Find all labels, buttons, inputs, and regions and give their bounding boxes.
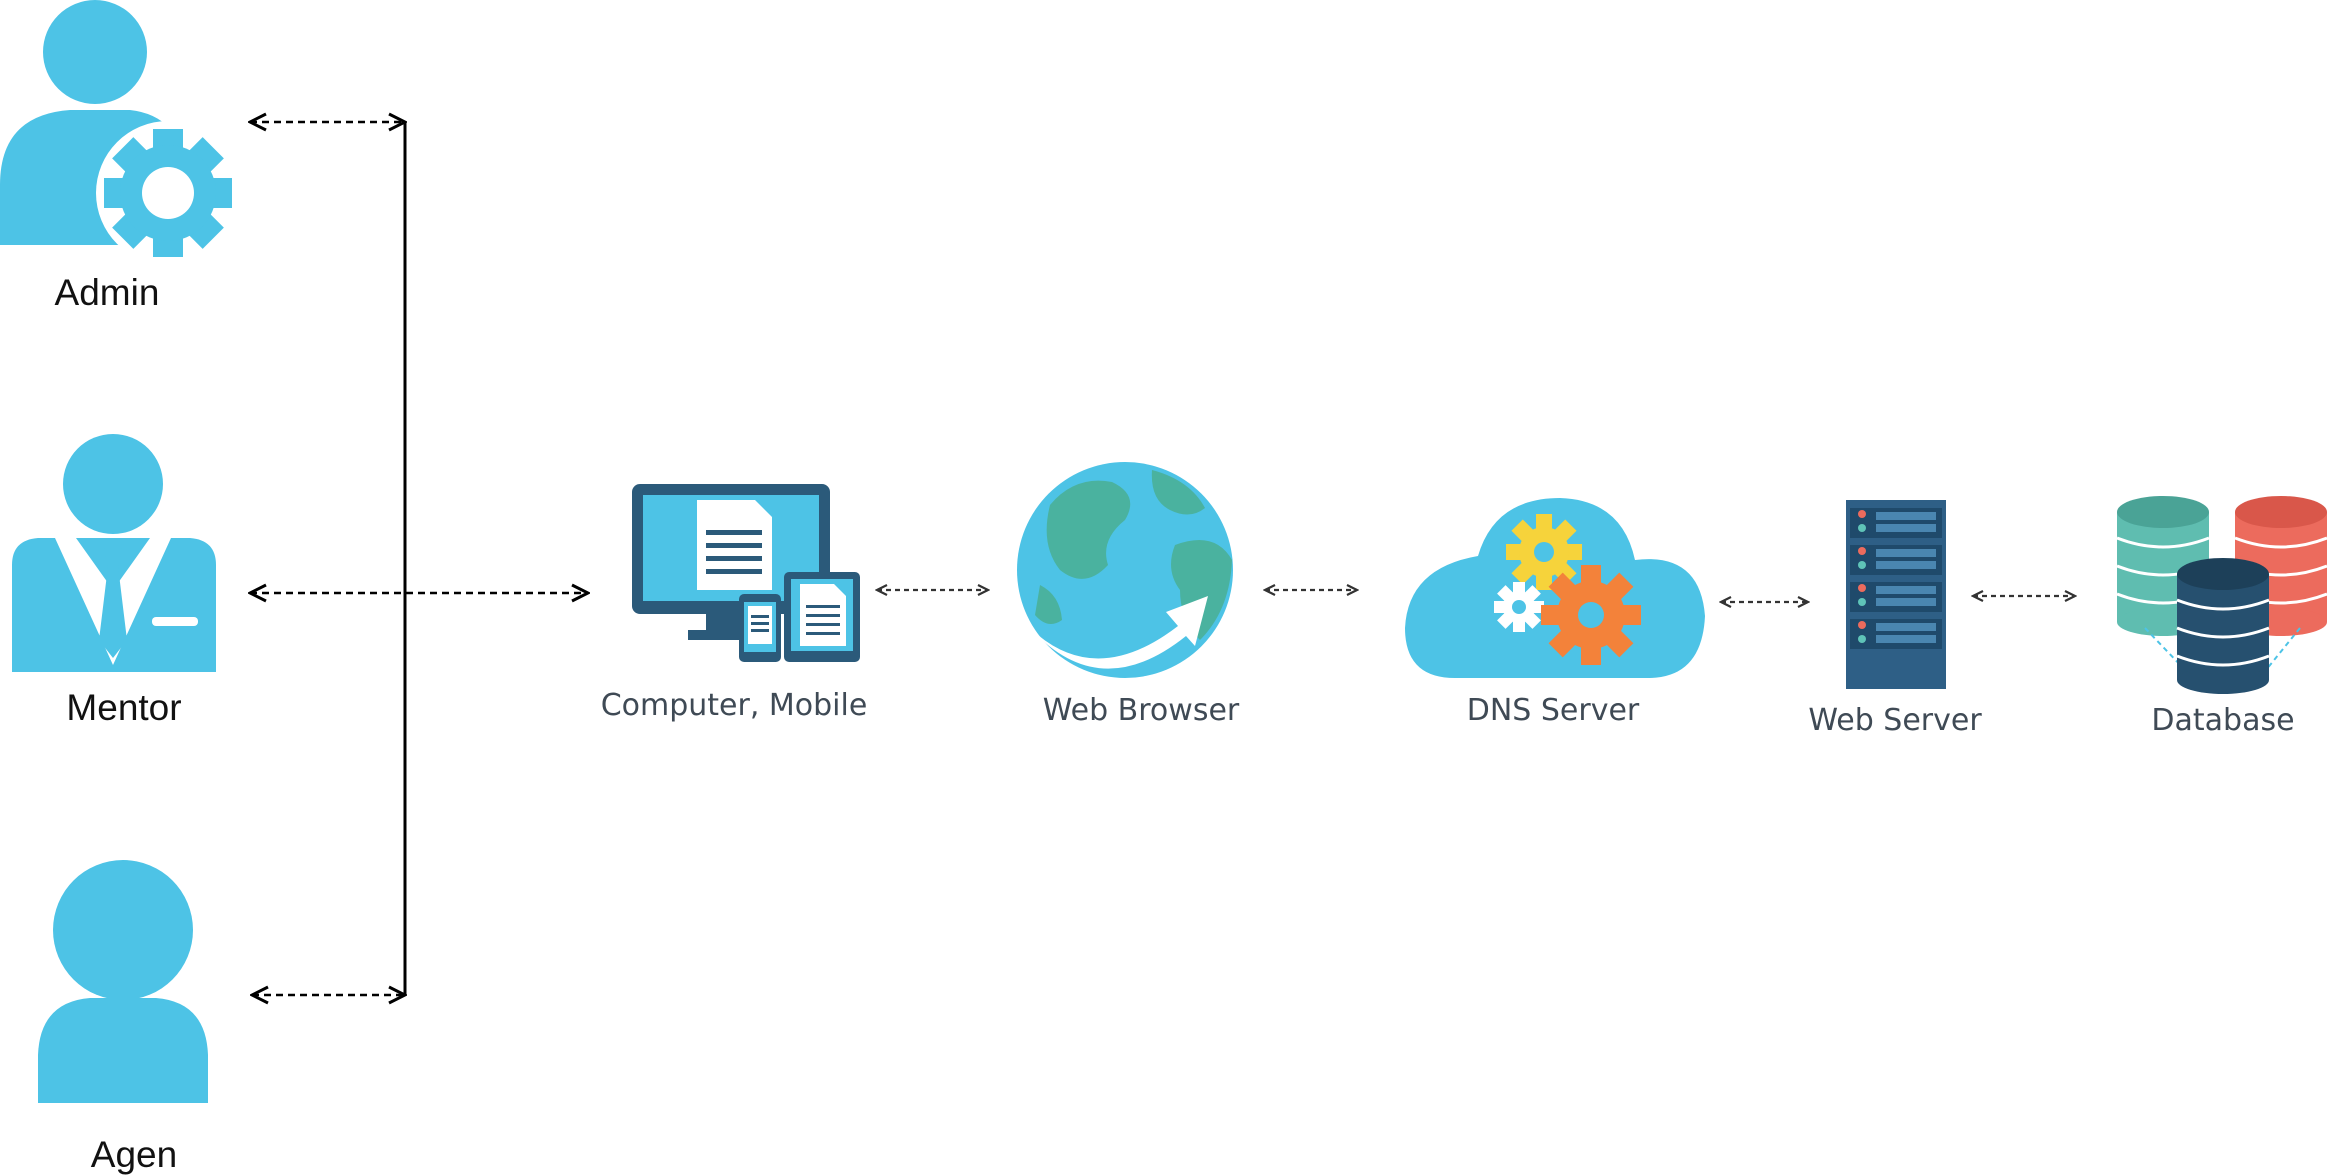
client-node: Computer, Mobile xyxy=(601,484,868,723)
browser-label: Web Browser xyxy=(1043,693,1240,728)
webserver-node: Web Server xyxy=(1808,500,1982,738)
actor-connectors xyxy=(250,122,588,995)
dns-label: DNS Server xyxy=(1467,693,1640,728)
mentor-label: Mentor xyxy=(66,687,181,728)
database-label: Database xyxy=(2151,703,2294,738)
admin-label: Admin xyxy=(55,272,160,313)
agen-label: Agen xyxy=(91,1134,177,1175)
admin-gear-user-icon xyxy=(0,0,240,265)
globe-arrow-icon xyxy=(1017,462,1233,678)
mentor-actor: Mentor xyxy=(12,434,216,728)
devices-icon xyxy=(632,484,860,662)
agen-actor: Agen xyxy=(38,860,208,1175)
client-label: Computer, Mobile xyxy=(601,688,868,723)
user-icon xyxy=(38,860,208,1103)
server-rack-icon xyxy=(1846,500,1946,689)
browser-node: Web Browser xyxy=(1017,462,1240,728)
dns-node: DNS Server xyxy=(1405,498,1705,728)
database-node: Database xyxy=(2116,496,2327,738)
cloud-gears-icon xyxy=(1405,498,1705,678)
webserver-label: Web Server xyxy=(1808,703,1982,738)
database-stack-icon xyxy=(2116,496,2327,694)
admin-actor: Admin xyxy=(0,0,240,313)
business-user-icon xyxy=(12,434,216,672)
